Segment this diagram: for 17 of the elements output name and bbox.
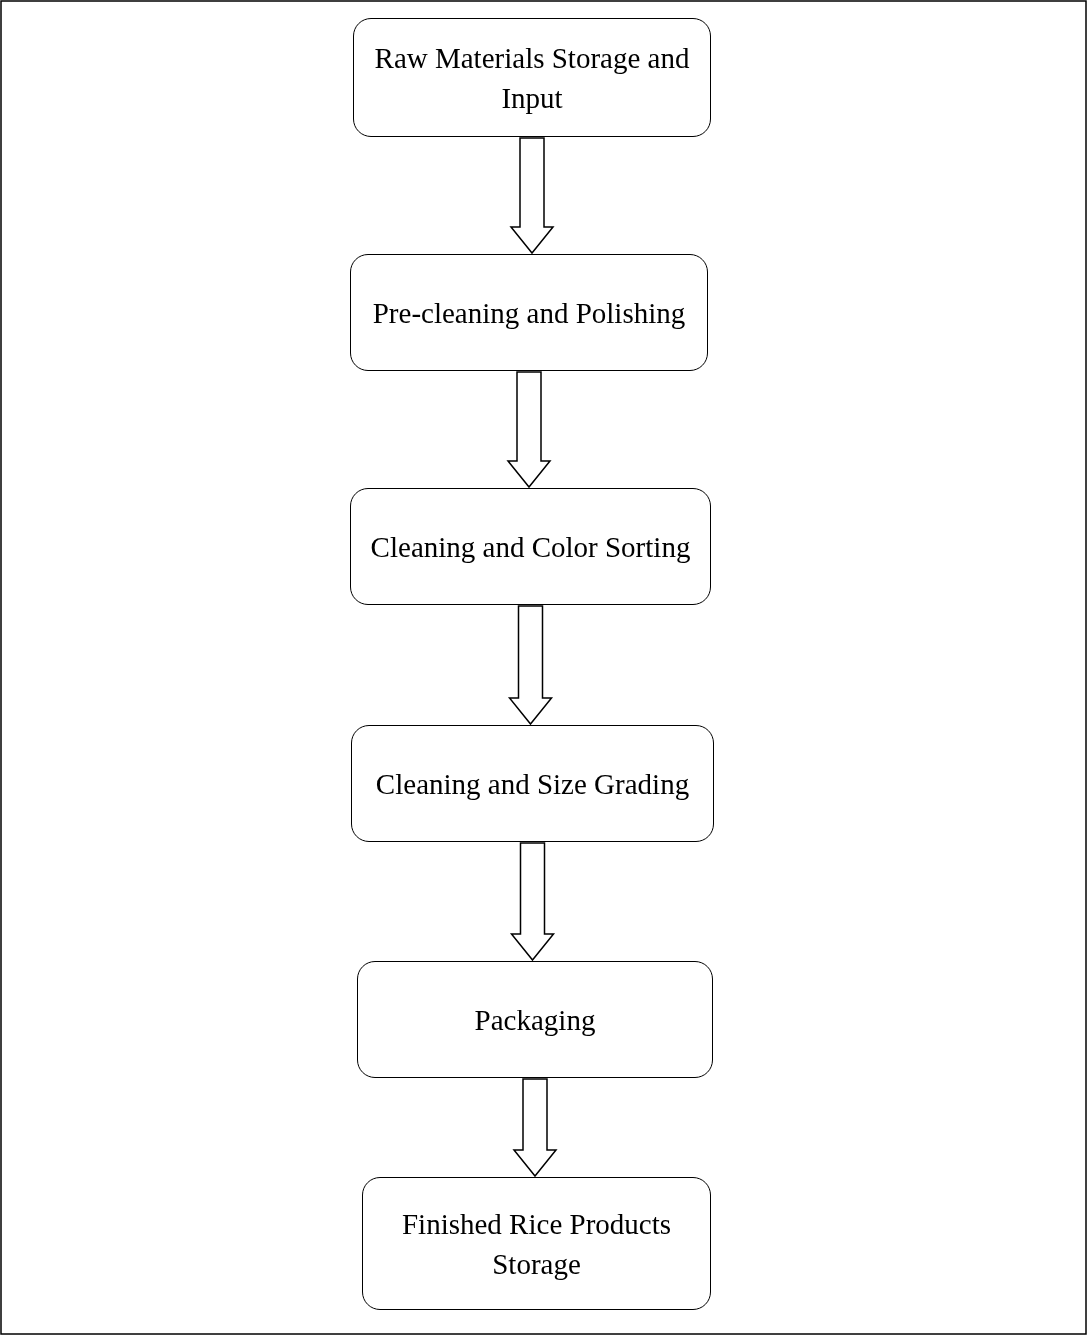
process-box <box>350 254 708 371</box>
block-arrow <box>509 137 555 255</box>
block-arrow <box>506 371 552 489</box>
step-label: Pre-cleaning and Polishing <box>371 295 687 331</box>
process-box <box>357 961 713 1078</box>
process-box <box>353 18 711 137</box>
block-arrow <box>507 605 554 726</box>
step-label: Cleaning and Size Grading <box>374 766 691 802</box>
step-label: Finished Rice Products Storage <box>400 1206 672 1282</box>
process-box <box>362 1177 711 1310</box>
step-label: Cleaning and Color Sorting <box>369 529 692 565</box>
block-arrow <box>509 842 556 962</box>
step-label: Raw Materials Storage and Input <box>373 40 691 116</box>
step-label: Packaging <box>473 1002 597 1038</box>
process-box <box>350 488 711 605</box>
process-box <box>351 725 714 842</box>
block-arrow <box>512 1078 558 1178</box>
